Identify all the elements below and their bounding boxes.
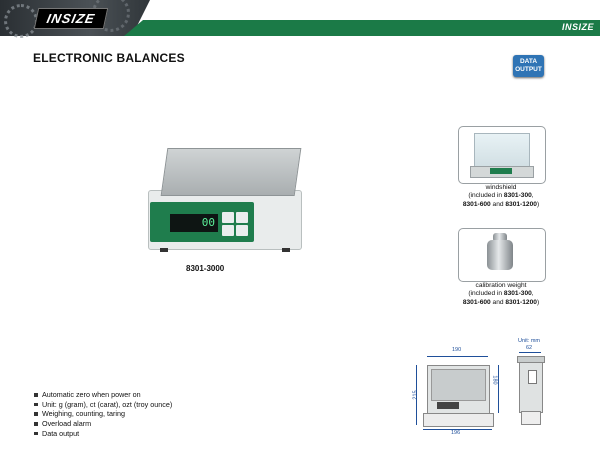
caption-model: 8301-300: [503, 290, 532, 298]
caption-text: ): [536, 298, 540, 306]
feature-list: Automatic zero when power on Unit: g (gr…: [34, 390, 172, 439]
accessory-included-line2: 8301-600 and 8301-1200): [446, 201, 556, 209]
caption-model: 8301-1200: [505, 298, 537, 306]
scale-key: [222, 212, 234, 223]
scale-key: [236, 225, 248, 236]
dim-width-bottom: 196: [451, 430, 461, 436]
feature-item: Overload alarm: [34, 419, 172, 429]
feature-item: Unit: g (gram), ct (carat), ozt (troy ou…: [34, 400, 172, 410]
scale-foot: [282, 248, 290, 252]
windshield-glass: [474, 133, 530, 171]
dimension-line: [416, 365, 417, 425]
weight-neck: [493, 233, 507, 242]
page-title: ELECTRONIC BALANCES: [33, 51, 185, 65]
dimension-line: [423, 429, 492, 430]
scale-pan: [160, 148, 302, 196]
caption-text: and: [490, 200, 506, 208]
accessory-included-line1: (included in 8301-300,: [446, 192, 556, 200]
caption-text: ,: [531, 192, 534, 200]
accessory-name: windshield: [485, 184, 517, 191]
caption-model: 8301-600: [462, 298, 491, 306]
brand-logo-small: INSIZE: [561, 22, 594, 32]
front-view-display: [437, 402, 459, 409]
calibration-weight-caption: calibration weight (included in 8301-300…: [446, 282, 556, 307]
dim-depth-side: 62: [526, 345, 533, 351]
weight-body: [487, 240, 513, 270]
side-view: [519, 357, 543, 413]
dimension-line: [427, 356, 488, 357]
accessory-name: calibration weight: [475, 282, 527, 289]
brand-logo: INSIZE: [33, 8, 109, 29]
dimension-line: [519, 352, 541, 353]
feature-item: Automatic zero when power on: [34, 390, 172, 400]
dimension-line: [498, 365, 499, 413]
feature-item: Weighing, counting, taring: [34, 409, 172, 419]
feature-item: Data output: [34, 429, 172, 439]
accessory-included-line1: (included in 8301-300,: [446, 290, 556, 298]
side-view-window: [528, 370, 537, 384]
caption-text: (included in: [468, 192, 504, 200]
dim-height-left: 215: [412, 390, 419, 400]
dim-width-top: 190: [452, 347, 462, 353]
caption-model: 8301-300: [503, 192, 532, 200]
caption-text: ): [536, 200, 540, 208]
banner-green-band: [124, 20, 600, 36]
data-output-badge: DATA OUTPUT: [513, 55, 544, 77]
caption-text: (included in: [468, 290, 504, 298]
badge-line-1: DATA: [519, 58, 538, 65]
caption-text: ,: [531, 290, 534, 298]
unit-label: Unit: mm: [518, 338, 540, 344]
side-view-foot: [521, 411, 541, 425]
model-number: 8301-3000: [186, 264, 225, 273]
front-view-pan: [431, 369, 486, 401]
scale-display: 00: [170, 214, 218, 232]
caption-model: 8301-1200: [505, 200, 537, 208]
scale-foot: [160, 248, 168, 252]
caption-text: and: [490, 298, 506, 306]
gear-icon: [4, 4, 38, 38]
badge-line-2: OUTPUT: [515, 66, 542, 73]
windshield-caption: windshield (included in 8301-300, 8301-6…: [446, 184, 556, 209]
dim-height-right: 180: [491, 375, 498, 385]
front-view-base: [423, 413, 494, 427]
accessory-included-line2: 8301-600 and 8301-1200): [446, 299, 556, 307]
scale-key: [222, 225, 234, 236]
caption-model: 8301-600: [462, 200, 491, 208]
windshield-panel: [490, 168, 512, 174]
scale-keypad: [222, 212, 248, 236]
scale-key: [236, 212, 248, 223]
side-view-top: [517, 356, 545, 363]
